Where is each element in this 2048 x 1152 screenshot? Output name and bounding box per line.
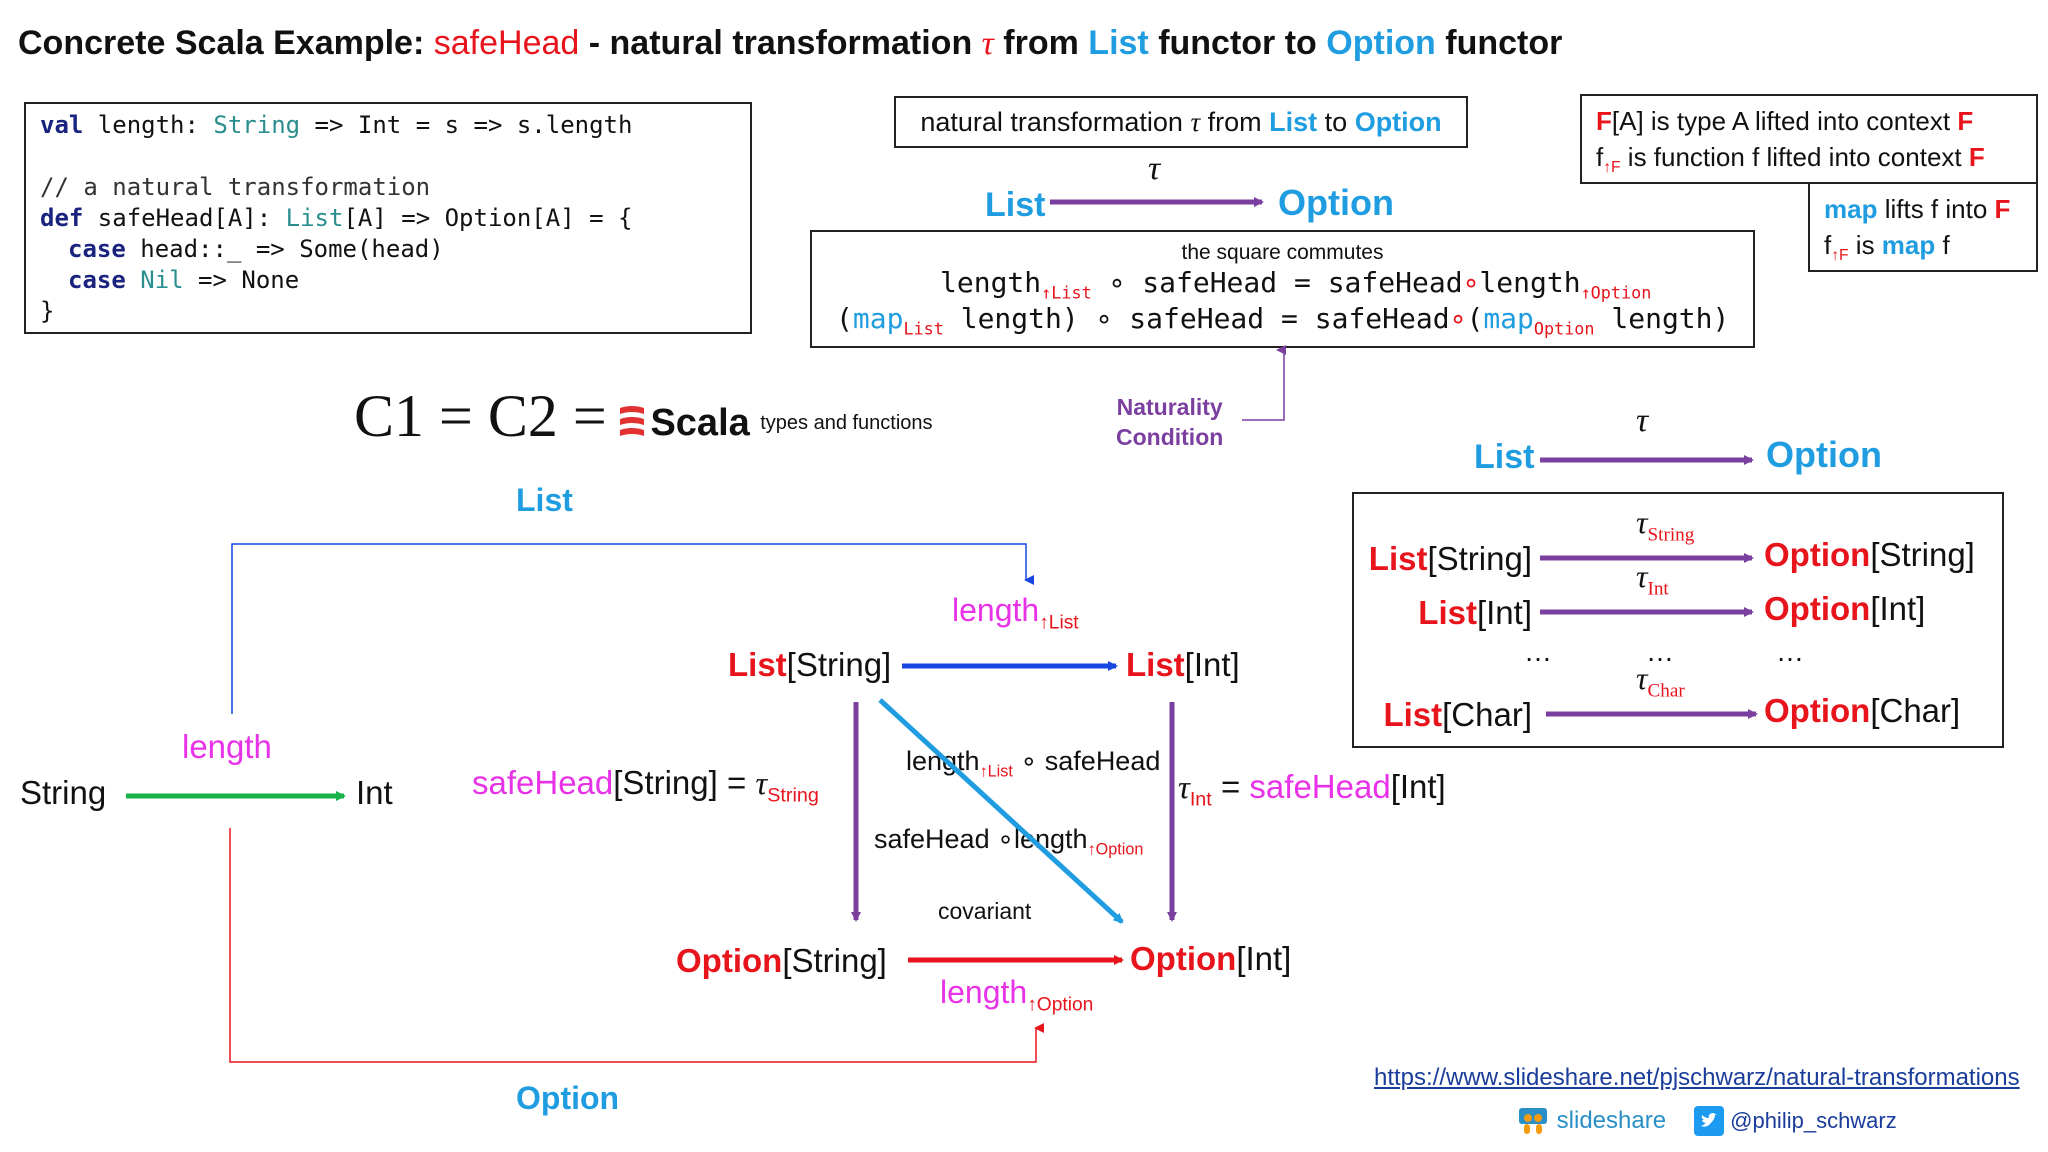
footer-url-link[interactable]: https://www.slideshare.net/pjschwarz/nat… xyxy=(1374,1064,2020,1091)
naturality-pointer xyxy=(1242,345,1286,421)
right-component-label: τInt = safeHead[Int] xyxy=(1178,768,1446,811)
code-line-5: case Nil => None xyxy=(68,266,300,294)
page-title: Concrete Scala Example: safeHead - natur… xyxy=(18,24,1562,63)
component-box xyxy=(1352,492,2004,748)
title-safehead: safeHead xyxy=(433,24,580,62)
square-option-label: Option xyxy=(516,1080,620,1116)
code-line-2: // a natural transformation xyxy=(40,173,431,201)
twitter-handle[interactable]: @philip_schwarz xyxy=(1694,1106,1897,1136)
legend1-line1: F[A] is type A lifted into context F xyxy=(1596,106,1974,136)
square-list-label: List xyxy=(516,482,573,518)
commute-title: the square commutes xyxy=(1181,241,1384,264)
string-object: String xyxy=(20,774,107,811)
component-ellipsis: … xyxy=(1524,636,1552,667)
legend-box-2: map lifts f into F f↑F is map f xyxy=(1808,182,2038,272)
title-prefix: Concrete Scala Example: xyxy=(18,24,434,62)
tr-object: List[Int] xyxy=(1126,646,1240,683)
code-box: val length: String => Int = s => s.lengt… xyxy=(24,102,752,334)
tl-object: List[String] xyxy=(728,646,892,683)
top-list-label: List xyxy=(985,186,1046,224)
bottom-length-label: length↑Option xyxy=(940,974,1094,1016)
slideshare-brand[interactable]: slideshare xyxy=(1516,1104,1666,1138)
title-functor: functor xyxy=(1435,24,1563,62)
component-row-target: Option[String] xyxy=(1764,536,1975,573)
diagonal-label-1: length↑List ∘ safeHead xyxy=(906,746,1161,781)
list-functor-line xyxy=(231,543,1034,714)
title-list: List xyxy=(1088,24,1149,62)
c1c2-label: C1 = C2 = xyxy=(354,383,607,449)
bl-object: Option[String] xyxy=(676,942,887,979)
legend-box-1: F[A] is type A lifted into context F f↑F… xyxy=(1580,94,2038,184)
option-functor-line xyxy=(229,828,1044,1063)
top-tau-label: τ xyxy=(1148,150,1161,187)
component-ellipsis: … xyxy=(1646,636,1674,667)
right-option-label: Option xyxy=(1766,434,1882,475)
component-row-source: List[Char] xyxy=(1383,696,1532,733)
br-object: Option[Int] xyxy=(1130,940,1292,977)
commute-row-2: (mapList length) ∘ safeHead = safeHead∘(… xyxy=(836,302,1730,339)
commute-box: the square commutes length↑List ∘ safeHe… xyxy=(810,230,1755,348)
component-ellipsis: … xyxy=(1776,636,1804,667)
right-tau-label: τ xyxy=(1636,402,1649,439)
title-option: Option xyxy=(1326,24,1436,62)
code-line-4: case head::_ => Some(head) xyxy=(68,235,444,263)
length-label: length xyxy=(182,728,272,765)
legend2-line2: f↑F is map f xyxy=(1824,230,1950,265)
component-row-target: Option[Char] xyxy=(1764,692,1961,729)
title-from: from xyxy=(993,24,1089,62)
scala-logo-icon xyxy=(620,405,644,436)
code-line-3: def safeHead[A]: List[A] => Option[A] = … xyxy=(40,204,633,232)
nt-box: natural transformation τ from List to Op… xyxy=(894,96,1468,148)
component-row-source: List[Int] xyxy=(1418,594,1532,631)
component-row-tau: τInt xyxy=(1636,558,1669,600)
top-length-label: length↑List xyxy=(952,592,1079,634)
scala-logo: Scala types and functions xyxy=(618,402,933,445)
legend2-line1: map lifts f into F xyxy=(1824,194,2011,224)
twitter-label: @philip_schwarz xyxy=(1730,1108,1897,1133)
slideshare-icon xyxy=(1519,1108,1547,1134)
title-tau: τ xyxy=(981,25,994,62)
legend1-line2: f↑F is function f lifted into context F xyxy=(1596,142,1985,177)
diagonal-label-2: safeHead ∘length↑Option xyxy=(874,824,1144,859)
right-list-label: List xyxy=(1474,438,1535,476)
component-row-source: List[String] xyxy=(1368,540,1532,577)
title-functor-to: functor to xyxy=(1148,24,1327,62)
component-row-tau: τString xyxy=(1636,504,1695,546)
title-mid: - natural transformation xyxy=(579,24,982,62)
commute-row-1: length↑List ∘ safeHead = safeHead∘length… xyxy=(940,266,1652,303)
component-row-target: Option[Int] xyxy=(1764,590,1926,627)
code-line-1: val length: String => Int = s => s.lengt… xyxy=(40,111,633,139)
code-line-6: } xyxy=(40,297,55,325)
left-component-label: safeHead[String] = τString xyxy=(472,764,819,807)
diagonal-arrow xyxy=(878,698,1124,924)
twitter-icon xyxy=(1694,1106,1724,1136)
slideshare-label: slideshare xyxy=(1556,1107,1667,1134)
scala-wordmark: Scala xyxy=(650,402,750,444)
scala-tail: types and functions xyxy=(760,412,933,434)
component-row-tau: τChar xyxy=(1636,660,1685,702)
covariant-label: covariant xyxy=(938,898,1032,924)
top-option-label: Option xyxy=(1278,182,1394,223)
int-object: Int xyxy=(356,774,393,811)
